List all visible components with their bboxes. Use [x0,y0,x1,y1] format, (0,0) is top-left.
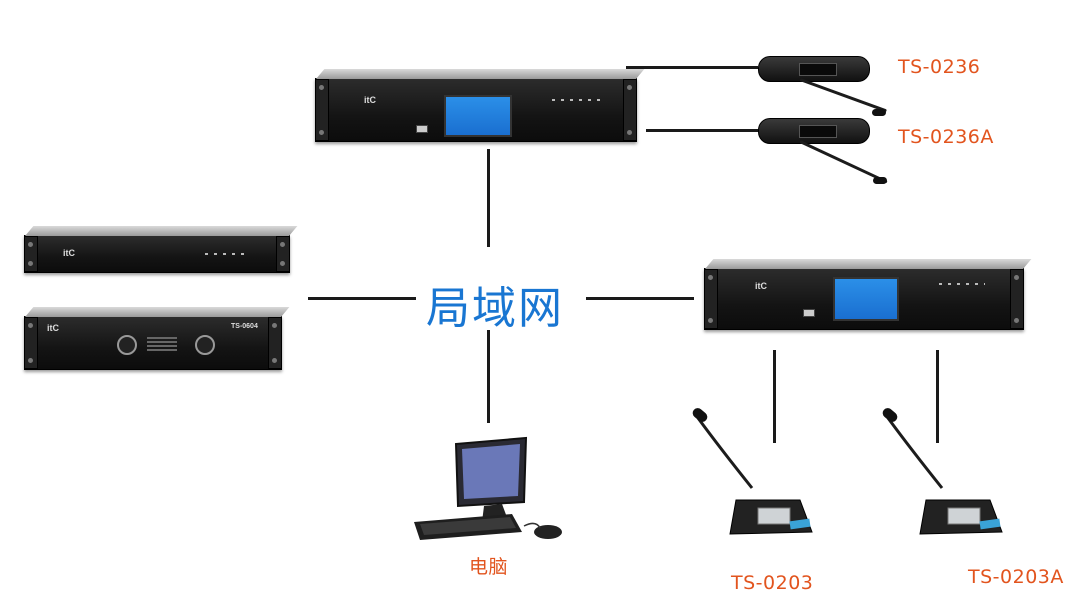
ts0236-mic-head [872,109,886,116]
amp-logo: itC [47,323,59,333]
link-host-ts0236a [646,129,758,132]
processor-indicators [205,253,245,255]
ts0203a-unit [880,408,1030,548]
computer [412,436,572,546]
link-lan-right-host [586,297,694,300]
audio-processor: itC [24,226,298,273]
ts0203-unit [690,408,840,548]
main-host-indicators [552,99,600,101]
link-lan-computer [487,330,490,423]
link-left-lan [308,297,416,300]
ts0203a-label: TS-0203A [968,566,1064,588]
ts0203-gooseneck-mic-icon [692,408,813,535]
secondary-conference-host: itC [704,259,1032,330]
ts0236-unit [758,56,870,82]
link-host-ts0203 [773,350,776,443]
computer-label: 电脑 [469,556,509,578]
ts0236a-mic-head [873,177,887,184]
ts0236-gooseneck [799,78,887,113]
link-host-ts0203a [936,350,939,443]
main-host-logo: itC [364,95,376,105]
ts0203-label: TS-0203 [731,572,814,594]
amp-meter [147,337,177,351]
second-host-logo: itC [755,281,767,291]
computer-icon [414,436,562,540]
second-host-indicators [939,283,985,285]
main-host-screen [444,95,512,137]
amp-knob-left [117,335,137,355]
second-host-screen [833,277,899,321]
amp-model: TS-0604 [231,323,258,330]
power-amplifier: itC TS-0604 [24,307,290,370]
amp-knob-right [195,335,215,355]
ts0236a-label: TS-0236A [898,126,994,148]
ts0236-label: TS-0236 [898,56,981,78]
lan-label: 局域网 [426,283,564,334]
main-conference-host: itC [315,69,645,142]
ts0236a-unit [758,118,870,144]
ts0203a-gooseneck-mic-icon [882,408,1003,535]
processor-logo: itC [63,248,75,258]
link-host-lan [487,149,490,247]
link-host-ts0236 [626,66,758,69]
second-host-usb-port [803,309,815,317]
main-host-usb-port [416,125,428,133]
